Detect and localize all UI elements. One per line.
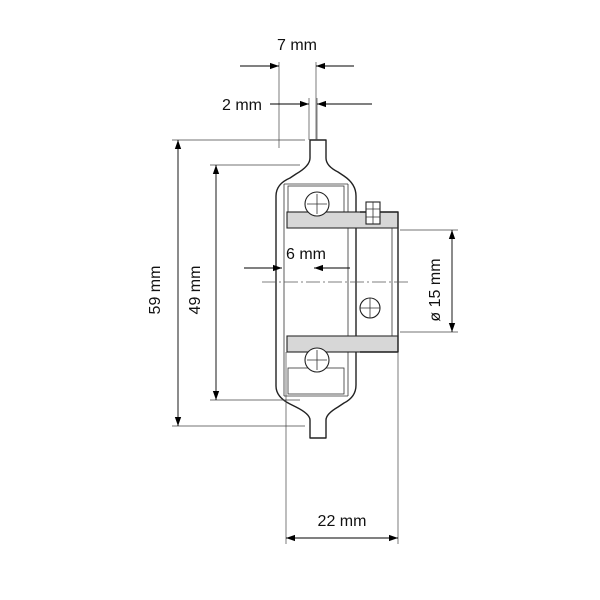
label-total-width: 22 mm	[318, 513, 367, 530]
inner-ring-top	[286, 211, 399, 229]
dim-housing-height: 49 mm	[187, 164, 300, 401]
dim-flange-width: 7 mm	[240, 37, 354, 148]
housing-outline	[275, 139, 357, 439]
bearing-housing	[275, 139, 357, 439]
dim-overall-height: 59 mm	[147, 139, 305, 427]
label-web-thickness: 2 mm	[222, 97, 262, 114]
label-bore-diameter: ø 15 mm	[427, 258, 444, 321]
label-overall-height: 59 mm	[147, 266, 164, 315]
dim-total-width: 22 mm	[285, 352, 399, 544]
dim-offset: 6 mm	[244, 246, 350, 272]
label-flange-width: 7 mm	[277, 37, 317, 54]
label-offset: 6 mm	[286, 246, 326, 263]
set-screws	[359, 201, 381, 319]
dim-web-thickness: 2 mm	[222, 97, 372, 140]
dim-bore-diameter: ø 15 mm	[400, 229, 458, 333]
housing-seat	[283, 183, 349, 397]
inner-ring-bottom	[286, 335, 399, 353]
label-housing-height: 49 mm	[187, 266, 204, 315]
bearing-balls	[304, 191, 330, 373]
